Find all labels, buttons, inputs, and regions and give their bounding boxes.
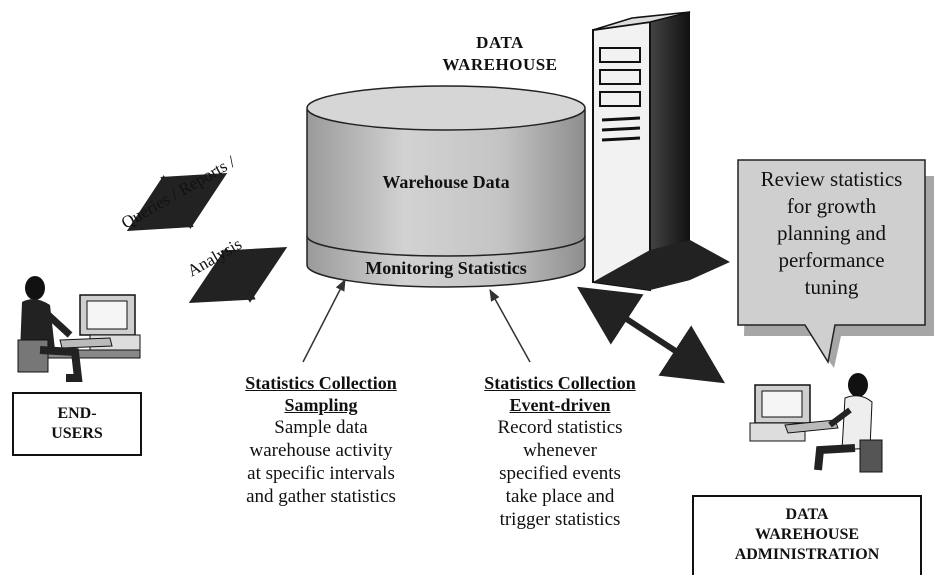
- callout-line: Review statistics: [760, 167, 903, 191]
- warehouse-title-line1: DATA: [476, 33, 524, 52]
- event-line: whenever: [523, 440, 597, 461]
- warehouse-title-line2: WAREHOUSE: [442, 55, 558, 74]
- queries-arrow-lower: [188, 247, 288, 303]
- event-driven-block: Statistics Collection Event-driven Recor…: [447, 372, 673, 531]
- sampling-line: at specific intervals: [247, 463, 395, 484]
- end-users-line2: USERS: [51, 425, 103, 442]
- admin-arrow: [576, 286, 726, 384]
- callout-text: Review statistics for growth planning an…: [738, 166, 925, 301]
- monitoring-statistics-label: Monitoring Statistics: [365, 258, 527, 278]
- admin-line1: DATA: [785, 506, 829, 523]
- sampling-arrow: [302, 278, 346, 363]
- callout-line: tuning: [804, 275, 859, 299]
- event-heading-2: Event-driven: [509, 395, 611, 415]
- callout-line: planning and: [776, 221, 887, 245]
- event-arrow: [489, 288, 531, 363]
- admin-workstation-icon: [749, 373, 883, 473]
- callout-line: performance: [778, 248, 885, 272]
- end-user-workstation-icon: [17, 276, 141, 382]
- callout-line: for growth: [786, 194, 877, 218]
- warehouse-data-label: Warehouse Data: [382, 172, 510, 192]
- event-heading-1: Statistics Collection: [484, 373, 636, 393]
- sampling-line: Sample data: [274, 417, 368, 438]
- sampling-line: warehouse activity: [249, 440, 393, 461]
- callout-bubble: [737, 159, 934, 368]
- database-cylinder-icon: [306, 85, 586, 288]
- event-line: trigger statistics: [499, 509, 621, 530]
- end-users-line1: END-: [57, 405, 97, 422]
- sampling-heading-2: Sampling: [284, 395, 358, 415]
- sampling-line: and gather statistics: [246, 486, 396, 507]
- warehouse-title: DATA WAREHOUSE: [430, 32, 570, 76]
- server-tower-icon: [592, 11, 730, 292]
- event-line: take place and: [505, 486, 615, 507]
- sampling-heading-1: Statistics Collection: [245, 373, 397, 393]
- admin-box: DATA WAREHOUSE ADMINISTRATION: [692, 495, 922, 575]
- end-users-box: END- USERS: [12, 392, 142, 456]
- event-line: Record statistics: [497, 417, 623, 438]
- admin-line3: ADMINISTRATION: [734, 546, 880, 563]
- queries-arrow-upper: [126, 172, 228, 232]
- sampling-block: Statistics Collection Sampling Sample da…: [205, 372, 437, 508]
- event-line: specified events: [499, 463, 621, 484]
- admin-line2: WAREHOUSE: [754, 526, 860, 543]
